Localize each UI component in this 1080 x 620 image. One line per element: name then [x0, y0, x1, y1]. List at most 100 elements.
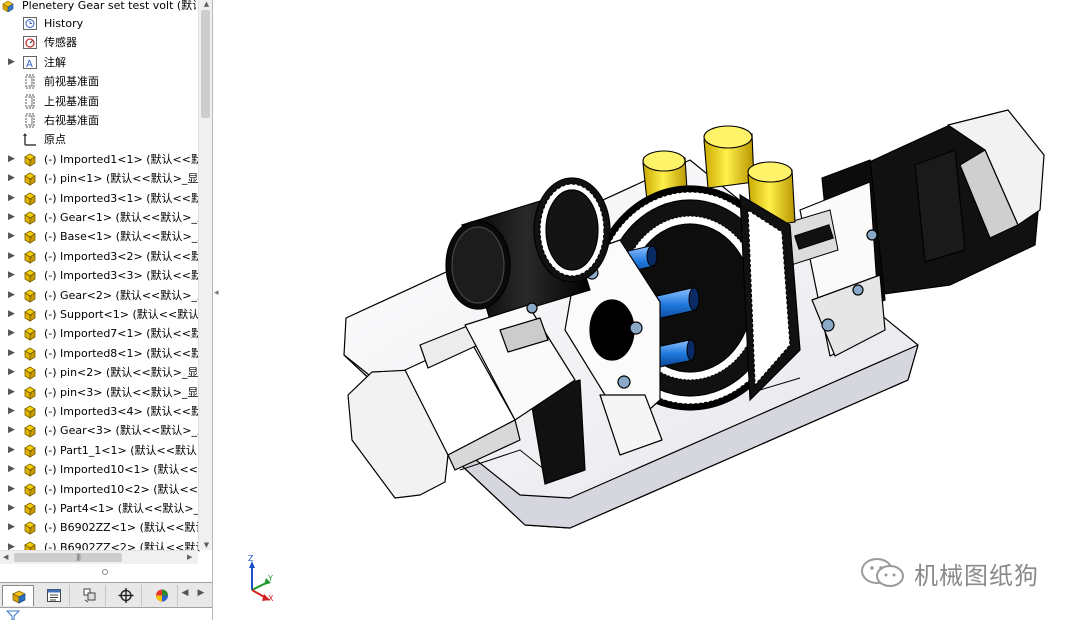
tree-item[interactable]: ▶(-) pin<3> (默认<<默认>_显示 — [0, 383, 200, 402]
stepper-motor-left[interactable] — [347, 302, 576, 499]
yellow-cap-2[interactable] — [703, 125, 755, 189]
scroll-down-arrow-icon[interactable]: ▼ — [203, 541, 210, 549]
expand-arrow-icon[interactable]: ▶ — [8, 425, 15, 436]
pane-splitter[interactable]: ◂ — [213, 0, 220, 620]
vertical-scroll-thumb[interactable] — [201, 10, 210, 118]
splitter-handle-icon[interactable] — [102, 569, 108, 575]
tree-item[interactable]: ▶(-) Support<1> (默认<<默认>_ — [0, 305, 200, 324]
tree-item[interactable]: ▶(-) Imported10<2> (默认<<默 — [0, 480, 200, 499]
expand-arrow-icon[interactable]: ▶ — [8, 250, 15, 261]
tab-feature-manager[interactable] — [2, 585, 34, 606]
tree-item-label: 注解 — [44, 55, 66, 69]
spur-gear-small[interactable] — [533, 177, 611, 283]
tree-item[interactable]: ▶(-) pin<2> (默认<<默认>_显示 — [0, 363, 200, 382]
horizontal-scroll-thumb[interactable]: ||| — [14, 553, 122, 562]
axis-triad: Z Y X — [242, 554, 276, 606]
scroll-left-arrow-icon[interactable]: ◀ — [3, 553, 9, 561]
expand-arrow-icon[interactable]: ▶ — [8, 347, 15, 358]
tree-item[interactable]: ▶(-) Imported3<1> (默认<<默认 — [0, 189, 200, 208]
assembly-root-item[interactable]: Plenetery Gear set test volt (默认< — [0, 0, 196, 14]
planet-pin-3[interactable] — [651, 339, 696, 369]
tab-dimxpert-manager[interactable] — [110, 585, 142, 606]
ring-gear-rear[interactable] — [739, 193, 801, 402]
expand-arrow-icon[interactable]: ▶ — [8, 406, 15, 416]
tree-item[interactable]: 前视基准面 — [0, 72, 200, 91]
expand-arrow-icon[interactable]: ▶ — [8, 309, 15, 319]
expand-arrow-icon[interactable]: ▶ — [8, 541, 15, 552]
display-manager-icon — [156, 589, 168, 602]
scroll-right-arrow-icon[interactable]: ▶ — [187, 553, 193, 561]
tree-item-label: (-) Imported3<2> (默认<<默认 — [44, 249, 200, 263]
collapse-arrow-icon[interactable]: ◂ — [214, 288, 219, 298]
shaft-right[interactable] — [779, 209, 839, 267]
scroll-up-arrow-icon[interactable]: ▲ — [203, 0, 210, 8]
expand-arrow-icon[interactable]: ▶ — [8, 289, 15, 300]
tree-item[interactable]: ▶(-) Imported10<1> (默认<<默 — [0, 460, 200, 479]
expand-arrow-icon[interactable]: ▶ — [8, 386, 15, 397]
part-icon — [22, 482, 38, 497]
expand-arrow-icon[interactable]: ▶ — [8, 231, 15, 242]
expand-arrow-icon[interactable]: ▶ — [8, 328, 15, 339]
tree-item-label: (-) pin<1> (默认<<默认>_显示 — [44, 172, 200, 186]
panel-splitter[interactable] — [0, 565, 212, 581]
expand-arrow-icon[interactable]: ▶ — [8, 464, 15, 475]
tree-item[interactable]: ▶ (-) Imported3<2> (默认<<默认 — [0, 247, 200, 266]
tree-item[interactable]: ▶ (-) Part4<1> (默认<<默认>_显示 — [0, 499, 200, 518]
tree-item[interactable]: ▶(-) Imported3<4> (默认<<默认 — [0, 402, 200, 421]
expand-arrow-icon[interactable]: ▶ — [8, 56, 15, 67]
tree-item[interactable]: ▶(-) Imported7<1> (默认<<默认 — [0, 324, 200, 343]
tab-prev-arrow-icon[interactable]: ◀ — [181, 588, 189, 598]
tree-item[interactable]: History — [0, 14, 200, 33]
tree-item[interactable]: ▶(-) B6902ZZ<1> (默认<<默认> — [0, 518, 200, 537]
left-support[interactable] — [529, 379, 663, 485]
tab-next-arrow-icon[interactable]: ▶ — [197, 588, 205, 598]
tree-item[interactable]: ▶(-) Imported3<3> (默认<<默认 — [0, 266, 200, 285]
graphics-area[interactable] — [220, 0, 1080, 620]
part-icon — [22, 501, 38, 516]
feature-manager-panel: Plenetery Gear set test volt (默认< Histor… — [0, 0, 213, 620]
property-manager-icon — [47, 589, 61, 602]
tab-property-manager[interactable] — [38, 585, 70, 606]
tab-configuration-manager[interactable] — [74, 585, 106, 606]
tree-item[interactable]: 原点 — [0, 130, 200, 149]
tab-display-manager[interactable] — [146, 585, 178, 606]
expand-arrow-icon[interactable]: ▶ — [8, 153, 15, 164]
axis-y-label: Y — [268, 574, 273, 583]
tree-item[interactable]: ▶(-) Gear<2> (默认<<默认>_显示 — [0, 286, 200, 305]
expand-arrow-icon[interactable]: ▶ — [8, 444, 15, 455]
tree-item[interactable]: ▶ (-) Imported1<1> (默认<<默认 — [0, 150, 200, 169]
tree-item-label: (-) Part4<1> (默认<<默认>_显示 — [44, 502, 200, 515]
part-icon — [22, 326, 38, 342]
expand-arrow-icon[interactable]: ▶ — [8, 367, 15, 378]
tree-spacer — [8, 37, 16, 47]
tree-item[interactable]: ▶ (-) Imported8<1> (默认<<默认 — [0, 344, 200, 363]
plane-icon — [22, 94, 38, 109]
tree-item-label: (-) Imported1<1> (默认<<默认 — [44, 152, 200, 166]
tree-vertical-scrollbar[interactable]: ▲ ▼ — [198, 0, 212, 550]
tree-item[interactable]: 上视基准面 — [0, 92, 200, 111]
expand-arrow-icon[interactable]: ▶ — [8, 522, 15, 533]
tree-horizontal-scrollbar[interactable]: ◀ ||| ▶ — [0, 550, 198, 564]
expand-arrow-icon[interactable]: ▶ — [8, 173, 15, 184]
expand-arrow-icon[interactable]: ▶ — [8, 503, 15, 513]
expand-arrow-icon[interactable]: ▶ — [8, 212, 15, 222]
tree-item[interactable]: ▶ (-) Base<1> (默认<<默认>_显示 — [0, 227, 200, 246]
tree-item-label: (-) Imported8<1> (默认<<默认 — [44, 346, 200, 360]
part-icon — [22, 171, 38, 186]
tree-item[interactable]: ▶ (-) Gear<3> (默认<<默认>_显示 — [0, 421, 200, 440]
expand-arrow-icon[interactable]: ▶ — [8, 192, 15, 203]
tree-item[interactable]: ▶(-) Part1_1<1> (默认<<默认>_ — [0, 441, 200, 460]
expand-arrow-icon[interactable]: ▶ — [8, 270, 15, 281]
tree-item-label: (-) Gear<3> (默认<<默认>_显示 — [44, 424, 200, 438]
assembly-model[interactable] — [220, 0, 1080, 620]
tree-item-label: (-) Base<1> (默认<<默认>_显示 — [44, 230, 200, 244]
tree-item[interactable]: 传感器 — [0, 33, 200, 52]
tree-item[interactable]: ▶ (-) pin<1> (默认<<默认>_显示 — [0, 169, 200, 188]
tree-spacer — [8, 134, 16, 144]
filter-icon[interactable] — [6, 610, 20, 620]
expand-arrow-icon[interactable]: ▶ — [8, 483, 15, 494]
tree-spacer — [8, 96, 16, 106]
tree-item[interactable]: ▶(-) Gear<1> (默认<<默认>_显示 — [0, 208, 200, 227]
tree-item[interactable]: 右视基准面 — [0, 111, 200, 130]
